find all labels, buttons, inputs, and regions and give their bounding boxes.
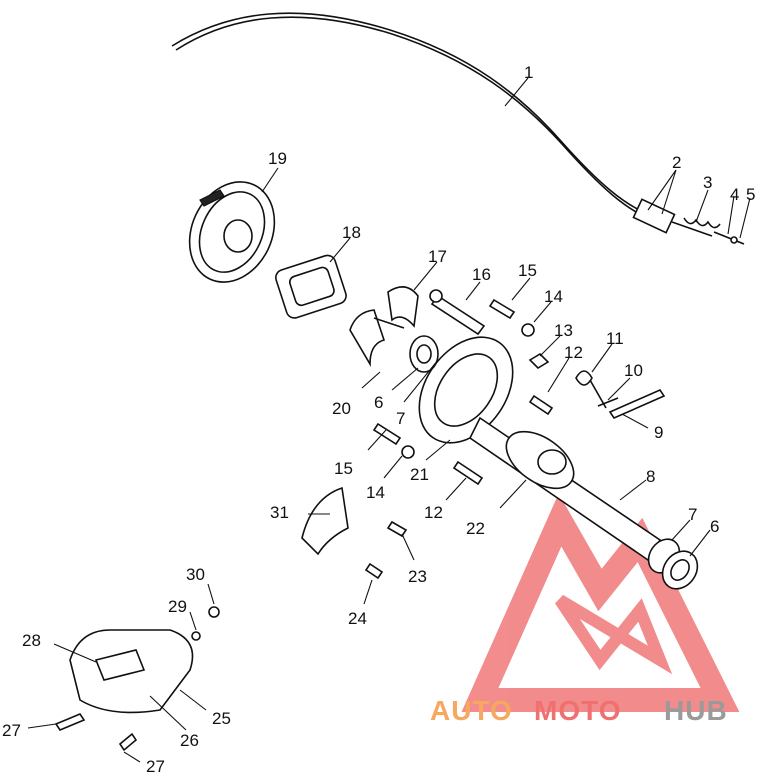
watermark-hub: HUB: [664, 695, 728, 726]
part-label-13: 13: [554, 321, 573, 340]
watermark-moto: MOTO: [534, 695, 621, 726]
part-label-10: 10: [624, 361, 643, 380]
cover-guard: [301, 486, 349, 556]
part-label-9: 9: [654, 423, 663, 442]
part-label-12b: 12: [424, 503, 443, 522]
brake-shoes: [349, 286, 419, 367]
cam-shaft: [429, 289, 486, 336]
part-label-15a: 15: [518, 261, 537, 280]
part-label-21: 21: [410, 465, 429, 484]
part-label-6b: 6: [710, 517, 719, 536]
part-label-8: 8: [646, 467, 655, 486]
part-label-4: 4: [730, 185, 739, 204]
part-label-2: 2: [672, 153, 681, 172]
part-label-11: 11: [606, 329, 624, 348]
part-label-20: 20: [332, 399, 351, 418]
part-label-19: 19: [268, 149, 287, 168]
fasteners: [364, 298, 554, 580]
part-label-24: 24: [348, 609, 367, 628]
axle-bearings: [647, 538, 699, 590]
part-label-31: 31: [270, 503, 289, 522]
part-label-18: 18: [342, 223, 361, 242]
guard-bracket: [54, 606, 220, 752]
backing-plate: [409, 335, 514, 444]
part-label-1: 1: [524, 63, 533, 82]
part-label-22: 22: [466, 519, 485, 538]
part-label-14b: 14: [366, 483, 385, 502]
part-label-14a: 14: [544, 287, 563, 306]
part-label-7a: 7: [396, 409, 405, 428]
brake-cable: [171, 12, 745, 245]
part-label-17: 17: [428, 247, 447, 266]
part-label-30: 30: [186, 565, 205, 584]
part-label-28: 28: [22, 631, 41, 650]
part-label-5: 5: [746, 185, 755, 204]
watermark-text: AUTO MOTO HUB: [430, 695, 728, 726]
watermark-logo: [461, 493, 740, 712]
part-label-16: 16: [472, 265, 491, 284]
part-label-7b: 7: [688, 505, 697, 524]
part-label-6a: 6: [374, 393, 383, 412]
part-label-23: 23: [408, 567, 427, 586]
part-label-12a: 12: [564, 343, 583, 362]
part-labels: 1 2 3 4 5 19 18 17 16 15 14 13 12 11 10 …: [2, 63, 755, 773]
watermark-auto: AUTO: [430, 695, 513, 726]
part-label-25: 25: [212, 709, 231, 728]
part-label-15b: 15: [334, 459, 353, 478]
brake-drum: [188, 181, 276, 283]
part-label-3: 3: [703, 173, 712, 192]
drum-ring: [275, 254, 347, 319]
leader-lines: [27, 77, 751, 763]
part-label-27b: 27: [146, 757, 165, 773]
part-label-27a: 27: [2, 721, 21, 740]
part-label-29: 29: [168, 597, 187, 616]
part-label-26: 26: [180, 731, 199, 750]
brake-lever-spring: [575, 370, 666, 420]
